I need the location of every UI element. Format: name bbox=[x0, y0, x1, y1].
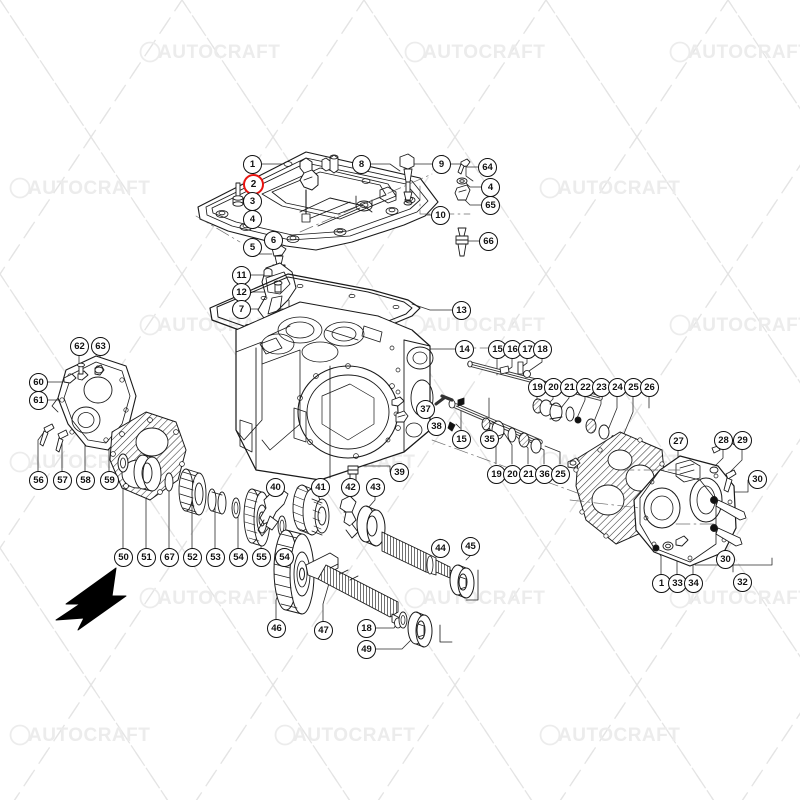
callout-29[interactable]: 29 bbox=[733, 431, 752, 450]
assembly-direction-arrow bbox=[55, 567, 127, 631]
watermark-label: AUTOCRAFT bbox=[688, 42, 800, 63]
watermark-mark: AUTOCRAFT bbox=[539, 177, 680, 199]
callout-62[interactable]: 62 bbox=[70, 337, 89, 356]
watermark-mark: AUTOCRAFT bbox=[9, 177, 150, 199]
watermark-label: AUTOCRAFT bbox=[423, 42, 545, 63]
callout-28[interactable]: 28 bbox=[714, 431, 733, 450]
callout-50[interactable]: 50 bbox=[114, 548, 133, 567]
callout-37[interactable]: 37 bbox=[416, 400, 435, 419]
callout-6[interactable]: 6 bbox=[264, 231, 283, 250]
circle-o-icon bbox=[139, 41, 161, 63]
callout-38[interactable]: 38 bbox=[427, 417, 446, 436]
watermark-mark: AUTOCRAFT bbox=[669, 314, 800, 336]
callout-46[interactable]: 46 bbox=[267, 619, 286, 638]
circle-o-icon bbox=[539, 724, 561, 746]
callout-15[interactable]: 15 bbox=[452, 430, 471, 449]
callout-58[interactable]: 58 bbox=[76, 471, 95, 490]
callout-9[interactable]: 9 bbox=[432, 155, 451, 174]
watermark-label: AUTOCRAFT bbox=[28, 725, 150, 746]
watermark-label: AUTOCRAFT bbox=[423, 315, 545, 336]
callout-41[interactable]: 41 bbox=[311, 478, 330, 497]
callout-63[interactable]: 63 bbox=[91, 337, 110, 356]
callout-64[interactable]: 64 bbox=[478, 158, 497, 177]
watermark-mark: AUTOCRAFT bbox=[139, 587, 280, 609]
watermark-label: AUTOCRAFT bbox=[558, 725, 680, 746]
circle-o-icon bbox=[9, 724, 31, 746]
circle-o-icon bbox=[139, 587, 161, 609]
callout-34[interactable]: 34 bbox=[684, 574, 703, 593]
callout-21[interactable]: 21 bbox=[519, 465, 538, 484]
callout-54[interactable]: 54 bbox=[275, 548, 294, 567]
circle-o-icon bbox=[9, 177, 31, 199]
circle-o-icon bbox=[9, 451, 31, 473]
callout-7[interactable]: 7 bbox=[232, 300, 251, 319]
watermark-label: AUTOCRAFT bbox=[558, 178, 680, 199]
callout-39[interactable]: 39 bbox=[390, 463, 409, 482]
watermark-mark: AUTOCRAFT bbox=[274, 724, 415, 746]
callout-51[interactable]: 51 bbox=[137, 548, 156, 567]
callout-67[interactable]: 67 bbox=[160, 548, 179, 567]
callout-32[interactable]: 32 bbox=[733, 573, 752, 592]
circle-o-icon bbox=[539, 177, 561, 199]
callout-44[interactable]: 44 bbox=[431, 539, 450, 558]
callout-53[interactable]: 53 bbox=[206, 548, 225, 567]
callout-14[interactable]: 14 bbox=[455, 340, 474, 359]
callout-25[interactable]: 25 bbox=[551, 465, 570, 484]
watermark-label: AUTOCRAFT bbox=[688, 588, 800, 609]
callout-16[interactable]: 16 bbox=[503, 340, 522, 359]
callout-54[interactable]: 54 bbox=[229, 548, 248, 567]
callout-4[interactable]: 4 bbox=[481, 178, 500, 197]
callout-18[interactable]: 18 bbox=[357, 619, 376, 638]
callout-57[interactable]: 57 bbox=[53, 471, 72, 490]
callout-26[interactable]: 26 bbox=[640, 378, 659, 397]
watermark-label: AUTOCRAFT bbox=[423, 588, 545, 609]
callout-60[interactable]: 60 bbox=[29, 373, 48, 392]
callout-59[interactable]: 59 bbox=[100, 471, 119, 490]
callout-43[interactable]: 43 bbox=[366, 478, 385, 497]
callout-56[interactable]: 56 bbox=[29, 471, 48, 490]
callout-33[interactable]: 33 bbox=[668, 574, 687, 593]
watermark-label: AUTOCRAFT bbox=[293, 725, 415, 746]
watermark-label: AUTOCRAFT bbox=[158, 588, 280, 609]
callout-30[interactable]: 30 bbox=[748, 470, 767, 489]
callout-61[interactable]: 61 bbox=[29, 391, 48, 410]
callout-52[interactable]: 52 bbox=[183, 548, 202, 567]
callout-35[interactable]: 35 bbox=[480, 430, 499, 449]
callout-55[interactable]: 55 bbox=[252, 548, 271, 567]
watermark-mark: AUTOCRAFT bbox=[9, 724, 150, 746]
watermark-mark: AUTOCRAFT bbox=[404, 41, 545, 63]
callout-13[interactable]: 13 bbox=[452, 301, 471, 320]
callout-65[interactable]: 65 bbox=[481, 196, 500, 215]
circle-o-icon bbox=[274, 724, 296, 746]
callout-42[interactable]: 42 bbox=[341, 478, 360, 497]
callout-8[interactable]: 8 bbox=[352, 155, 371, 174]
callout-4[interactable]: 4 bbox=[243, 210, 262, 229]
circle-o-icon bbox=[669, 41, 691, 63]
callout-18[interactable]: 18 bbox=[533, 340, 552, 359]
callout-30[interactable]: 30 bbox=[716, 550, 735, 569]
watermark-label: AUTOCRAFT bbox=[688, 315, 800, 336]
circle-o-icon bbox=[404, 587, 426, 609]
callout-1[interactable]: 1 bbox=[243, 155, 262, 174]
circle-o-icon bbox=[669, 314, 691, 336]
callout-45[interactable]: 45 bbox=[461, 537, 480, 556]
watermark-mark: AUTOCRAFT bbox=[539, 724, 680, 746]
callout-27[interactable]: 27 bbox=[669, 432, 688, 451]
watermark-mark: AUTOCRAFT bbox=[669, 41, 800, 63]
callout-49[interactable]: 49 bbox=[357, 640, 376, 659]
watermark-mark: AUTOCRAFT bbox=[139, 41, 280, 63]
callout-40[interactable]: 40 bbox=[266, 478, 285, 497]
callout-66[interactable]: 66 bbox=[479, 232, 498, 251]
callout-3[interactable]: 3 bbox=[243, 192, 262, 211]
watermark-label: AUTOCRAFT bbox=[158, 42, 280, 63]
circle-o-icon bbox=[404, 41, 426, 63]
watermark-label: AUTOCRAFT bbox=[28, 178, 150, 199]
callout-47[interactable]: 47 bbox=[314, 621, 333, 640]
callout-10[interactable]: 10 bbox=[431, 206, 450, 225]
watermark-mark: AUTOCRAFT bbox=[404, 587, 545, 609]
circle-o-icon bbox=[139, 314, 161, 336]
callout-5[interactable]: 5 bbox=[243, 238, 262, 257]
